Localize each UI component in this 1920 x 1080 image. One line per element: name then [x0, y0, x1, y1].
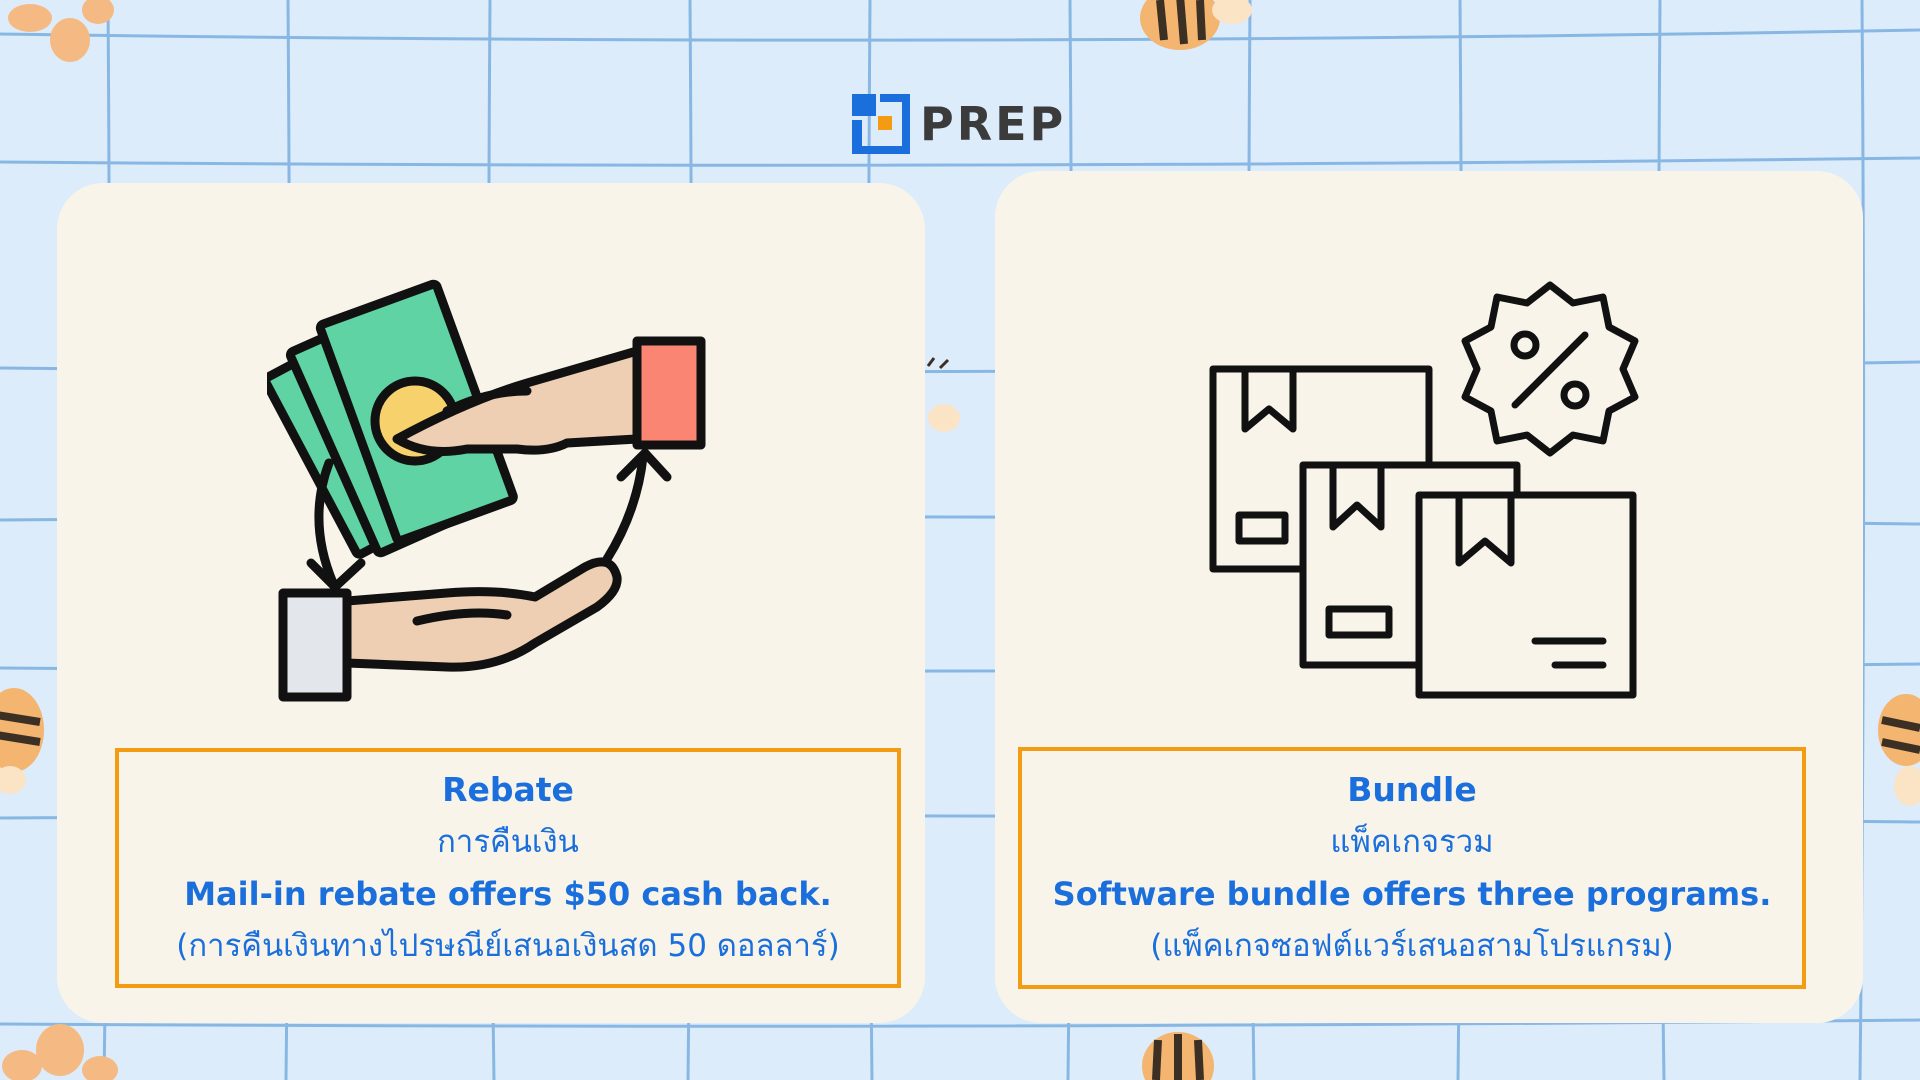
bee-icon	[1142, 1032, 1214, 1080]
money-exchange-hands-icon	[267, 279, 706, 702]
boxes-discount-icon	[1209, 281, 1639, 699]
bundle-example: Software bundle offers three programs.	[1052, 875, 1772, 913]
flower-decoration-bottom-left	[2, 1024, 118, 1080]
rebate-example-thai: (การคืนเงินทางไปรษณีย์เสนอเงินสด 50 ดอลล…	[176, 928, 840, 964]
rebate-example: Mail-in rebate offers $50 cash back.	[184, 875, 832, 913]
bee-icon	[1140, 0, 1252, 50]
bee-icon	[1878, 694, 1920, 806]
rebate-textbox: Rebate การคืนเงิน Mail-in rebate offers …	[115, 748, 901, 988]
bundle-thai: แพ็คเกจรวม	[1330, 824, 1494, 860]
prep-logo: PREP	[850, 90, 1066, 158]
rebate-card: Rebate การคืนเงิน Mail-in rebate offers …	[57, 183, 925, 1023]
bundle-card: Bundle แพ็คเกจรวม Software bundle offers…	[995, 171, 1863, 1023]
bundle-title: Bundle	[1347, 770, 1477, 809]
bee-icon	[926, 357, 960, 432]
prep-logo-icon	[852, 94, 910, 154]
logo-wordmark: PREP	[920, 97, 1067, 151]
bundle-textbox: Bundle แพ็คเกจรวม Software bundle offers…	[1018, 747, 1806, 989]
bundle-example-thai: (แพ็คเกจซอฟต์แวร์เสนอสามโปรแกรม)	[1150, 928, 1674, 964]
rebate-thai: การคืนเงิน	[437, 824, 579, 860]
bee-icon	[0, 688, 44, 794]
rebate-title: Rebate	[442, 770, 574, 809]
flower-decoration-top-left	[8, 0, 114, 62]
